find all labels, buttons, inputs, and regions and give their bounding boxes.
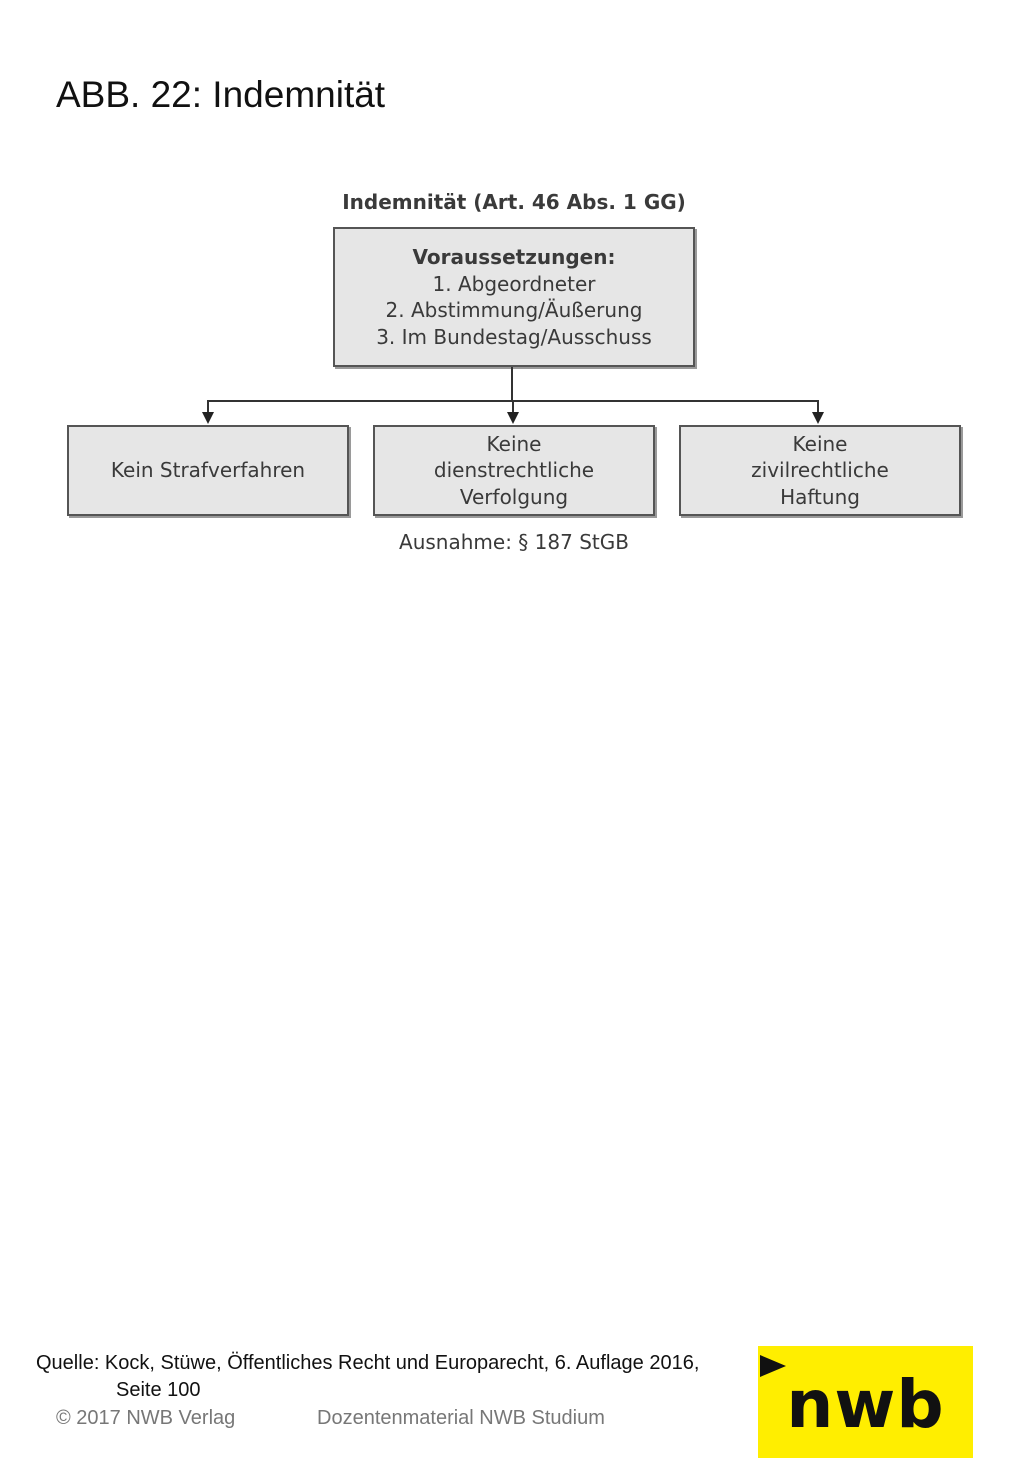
requirement-item: 1. Abgeordneter [432,271,596,296]
consequence-line: Haftung [780,484,860,509]
arrowhead-left [202,412,214,424]
footer-description: Dozentenmaterial NWB Studium [317,1407,605,1429]
consequence-line: Keine [486,431,542,456]
consequence-line: dienstrechtliche [433,458,595,483]
consequence-line: Keine [792,431,848,456]
consequence-line: zivilrechtliche [751,458,889,483]
page-title: ABB. 22: Indemnität [56,74,386,115]
consequence-box-disciplinary: Keine dienstrechtliche Verfolgung [373,425,655,516]
consequence-box-criminal: Kein Strafverfahren [67,425,349,516]
nwb-logo: nwb [758,1346,973,1458]
source-line-2: Seite 100 [116,1379,201,1401]
arrowhead-right [812,412,824,424]
consequence-line: Verfolgung [459,484,569,509]
consequence-box-civil: Keine zivilrechtliche Haftung [679,425,961,516]
play-arrow-icon[interactable] [760,1355,786,1377]
logo-text: nwb [786,1365,945,1443]
arrowhead-mid [507,412,519,424]
source-line-1: Quelle: Kock, Stüwe, Öffentliches Recht … [36,1352,700,1374]
requirement-item: 2. Abstimmung/Äußerung [385,298,643,322]
exception-note: Ausnahme: § 187 StGB [399,530,629,554]
requirement-item: 3. Im Bundestag/Ausschuss [376,324,652,349]
requirements-box: Voraussetzungen: 1. Abgeordneter 2. Abst… [333,227,695,367]
consequence-line: Kein Strafverfahren [110,458,306,483]
copyright-text: © 2017 NWB Verlag [56,1407,236,1429]
source-citation: Quelle: Kock, Stüwe, Öffentliches Recht … [36,1350,699,1404]
diagram-heading: Indemnität (Art. 46 Abs. 1 GG) [342,190,686,214]
requirements-heading: Voraussetzungen: [412,245,616,269]
